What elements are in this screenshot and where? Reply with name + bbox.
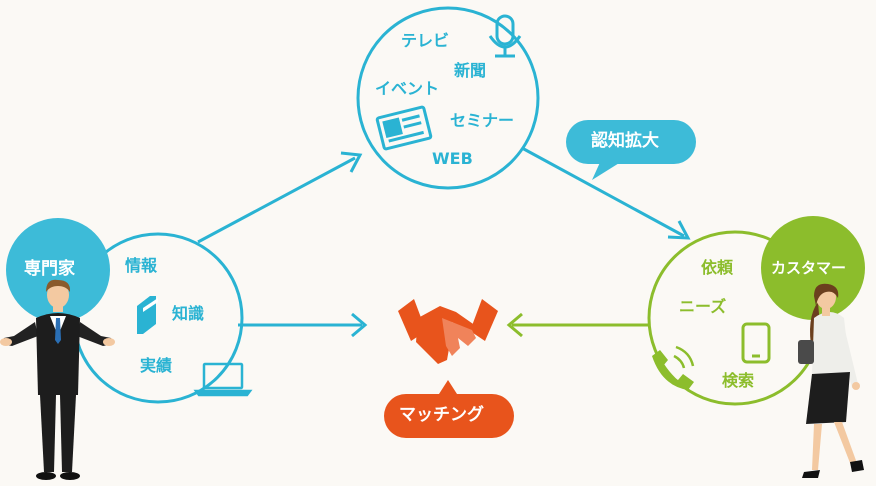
media-item-event: イベント (375, 79, 440, 98)
awareness-label: 認知拡大 (591, 131, 659, 151)
smartphone-icon (741, 322, 771, 364)
expert-title: 専門家 (24, 259, 75, 279)
handshake-icon (398, 299, 498, 364)
customer-item-search: 検索 (722, 371, 755, 390)
media-item-tv: テレビ (401, 31, 450, 50)
laptop-icon (193, 362, 253, 397)
customer-badge (761, 216, 865, 320)
microphone-icon (488, 14, 522, 58)
customer-person-illustration (798, 283, 864, 478)
matching-label: マッチング (399, 405, 484, 425)
arrow-expert-to-media (197, 151, 363, 244)
matching-pill (384, 380, 514, 438)
expert-item-results: 実績 (140, 356, 173, 375)
arrow-customer-to-match (506, 312, 649, 338)
customer-item-request: 依頼 (701, 258, 734, 277)
arrow-expert-to-match (238, 312, 368, 338)
expert-item-info: 情報 (125, 256, 158, 275)
media-item-newspaper: 新聞 (454, 61, 487, 80)
media-item-seminar: セミナー (450, 111, 515, 130)
expert-badge (6, 218, 110, 322)
media-circle (356, 6, 540, 190)
awareness-bubble (566, 120, 696, 180)
expert-person-illustration (0, 279, 115, 480)
customer-item-needs: ニーズ (679, 297, 727, 316)
customer-title: カスタマー (771, 259, 847, 277)
arrow-media-to-customer (521, 146, 691, 240)
expert-item-knowledge: 知識 (172, 304, 205, 323)
media-item-web: WEB (432, 149, 473, 168)
newspaper-icon (375, 105, 433, 151)
phone-call-icon (652, 345, 695, 390)
book-icon (137, 296, 158, 334)
